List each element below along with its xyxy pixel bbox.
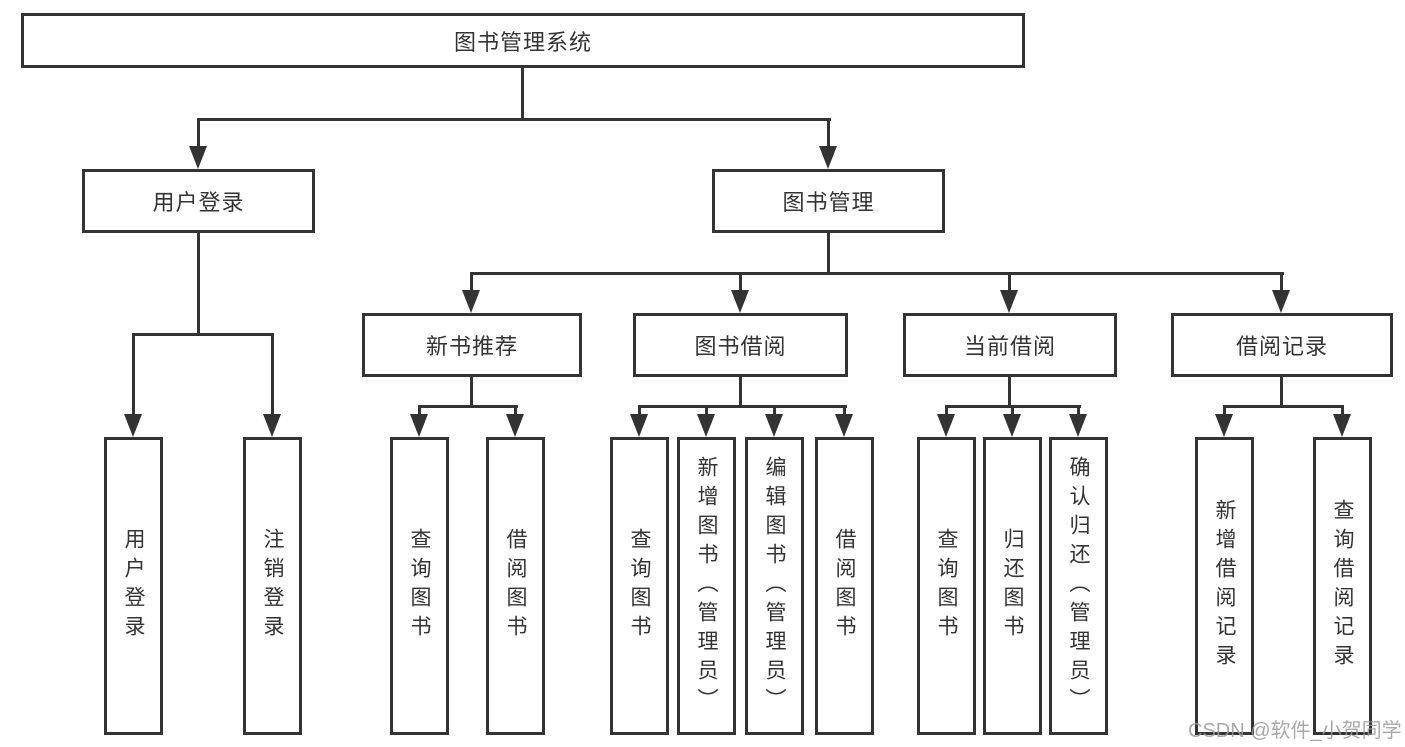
- leaf-recommend-query-books-label: 查询图书: [408, 528, 431, 644]
- arrow-down-icon: [835, 414, 853, 437]
- node-book-borrowing: 图书借阅: [633, 313, 848, 377]
- connector-line: [843, 405, 846, 417]
- watermark: CSDN @软件_小贺同学: [1188, 720, 1402, 742]
- connector-line: [1280, 377, 1283, 408]
- connector-line: [705, 405, 708, 417]
- leaf-current-confirm-return-admin: 确认归还（管理员）: [1049, 437, 1108, 735]
- arrow-down-icon: [462, 290, 480, 313]
- leaf-borrowing-edit-books-admin-label: 编辑图书（管理员）: [763, 455, 786, 717]
- leaf-borrowing-edit-books-admin: 编辑图书（管理员）: [745, 437, 804, 735]
- connector-line: [271, 333, 274, 416]
- arrow-down-icon: [1000, 290, 1018, 313]
- arrow-down-icon: [263, 414, 281, 437]
- arrow-down-icon: [765, 414, 783, 437]
- node-borrow-records: 借阅记录: [1171, 313, 1393, 377]
- connector-line: [197, 118, 831, 121]
- arrow-down-icon: [1272, 290, 1290, 313]
- arrow-down-icon: [819, 146, 837, 169]
- arrow-down-icon: [1215, 414, 1233, 437]
- arrow-down-icon: [1069, 414, 1087, 437]
- connector-line: [1077, 405, 1080, 417]
- node-new-book-recommend: 新书推荐: [362, 313, 582, 377]
- leaf-borrowing-add-books-admin: 新增图书（管理员）: [677, 437, 736, 735]
- node-user-login: 用户登录: [82, 169, 315, 233]
- leaf-current-query-books: 查询图书: [917, 437, 976, 735]
- leaf-recommend-borrow-books: 借阅图书: [486, 437, 545, 735]
- connector-line: [1280, 272, 1283, 292]
- arrow-down-icon: [1003, 414, 1021, 437]
- leaf-borrowing-query-books-label: 查询图书: [628, 528, 651, 644]
- connector-line: [773, 405, 776, 417]
- node-user-login-label: 用户登录: [152, 190, 245, 215]
- connector-line: [1341, 405, 1344, 417]
- leaf-current-query-books-label: 查询图书: [935, 528, 958, 644]
- arrow-down-icon: [630, 414, 648, 437]
- leaf-borrowing-borrow-books: 借阅图书: [815, 437, 874, 735]
- node-new-book-recommend-label: 新书推荐: [425, 334, 518, 359]
- leaf-recommend-query-books: 查询图书: [390, 437, 449, 735]
- node-root: 图书管理系统: [21, 13, 1025, 68]
- connector-line: [739, 272, 742, 292]
- connector-line: [470, 377, 473, 408]
- connector-line: [1011, 405, 1014, 417]
- connector-line: [1223, 405, 1344, 408]
- arrow-down-icon: [124, 414, 142, 437]
- connector-line: [418, 405, 518, 408]
- connector-line: [514, 405, 517, 417]
- leaf-user-login: 用户登录: [104, 437, 163, 735]
- arrow-down-icon: [731, 290, 749, 313]
- leaf-records-add-record-label: 新增借阅记录: [1213, 499, 1236, 673]
- node-current-borrowing-label: 当前借阅: [963, 334, 1056, 359]
- node-book-borrowing-label: 图书借阅: [694, 334, 787, 359]
- node-book-management: 图书管理: [712, 169, 945, 233]
- leaf-borrowing-query-books: 查询图书: [610, 437, 669, 735]
- leaf-logout: 注销登录: [243, 437, 302, 735]
- connector-line: [470, 272, 1284, 275]
- arrow-down-icon: [697, 414, 715, 437]
- connector-line: [470, 272, 473, 292]
- connector-line: [1008, 272, 1011, 292]
- leaf-borrowing-add-books-admin-label: 新增图书（管理员）: [695, 455, 718, 717]
- arrow-down-icon: [410, 414, 428, 437]
- leaf-records-query-record: 查询借阅记录: [1313, 437, 1372, 735]
- connector-line: [739, 377, 742, 408]
- arrow-down-icon: [189, 146, 207, 169]
- connector-line: [132, 333, 274, 336]
- connector-line: [1223, 405, 1226, 417]
- connector-line: [418, 405, 421, 417]
- node-root-label: 图书管理系统: [453, 29, 592, 55]
- connector-line: [945, 405, 948, 417]
- connector-line: [197, 118, 200, 148]
- connector-line: [638, 405, 847, 408]
- connector-line: [638, 405, 641, 417]
- leaf-current-confirm-return-admin-label: 确认归还（管理员）: [1067, 455, 1090, 717]
- leaf-user-login-label: 用户登录: [122, 528, 145, 644]
- arrow-down-icon: [937, 414, 955, 437]
- connector-line: [1008, 377, 1011, 408]
- leaf-logout-label: 注销登录: [261, 528, 284, 644]
- connector-line: [521, 68, 524, 120]
- leaf-current-return-books: 归还图书: [983, 437, 1042, 735]
- node-borrow-records-label: 借阅记录: [1235, 334, 1328, 359]
- leaf-recommend-borrow-books-label: 借阅图书: [504, 528, 527, 644]
- connector-line: [827, 233, 830, 275]
- node-current-borrowing: 当前借阅: [903, 313, 1117, 377]
- connector-line: [827, 118, 830, 148]
- leaf-current-return-books-label: 归还图书: [1001, 528, 1024, 644]
- connector-line: [132, 333, 135, 416]
- leaf-records-query-record-label: 查询借阅记录: [1331, 499, 1354, 673]
- leaf-records-add-record: 新增借阅记录: [1195, 437, 1254, 735]
- arrow-down-icon: [1333, 414, 1351, 437]
- arrow-down-icon: [506, 414, 524, 437]
- connector-line: [197, 233, 200, 336]
- leaf-borrowing-borrow-books-label: 借阅图书: [833, 528, 856, 644]
- node-book-management-label: 图书管理: [782, 190, 875, 215]
